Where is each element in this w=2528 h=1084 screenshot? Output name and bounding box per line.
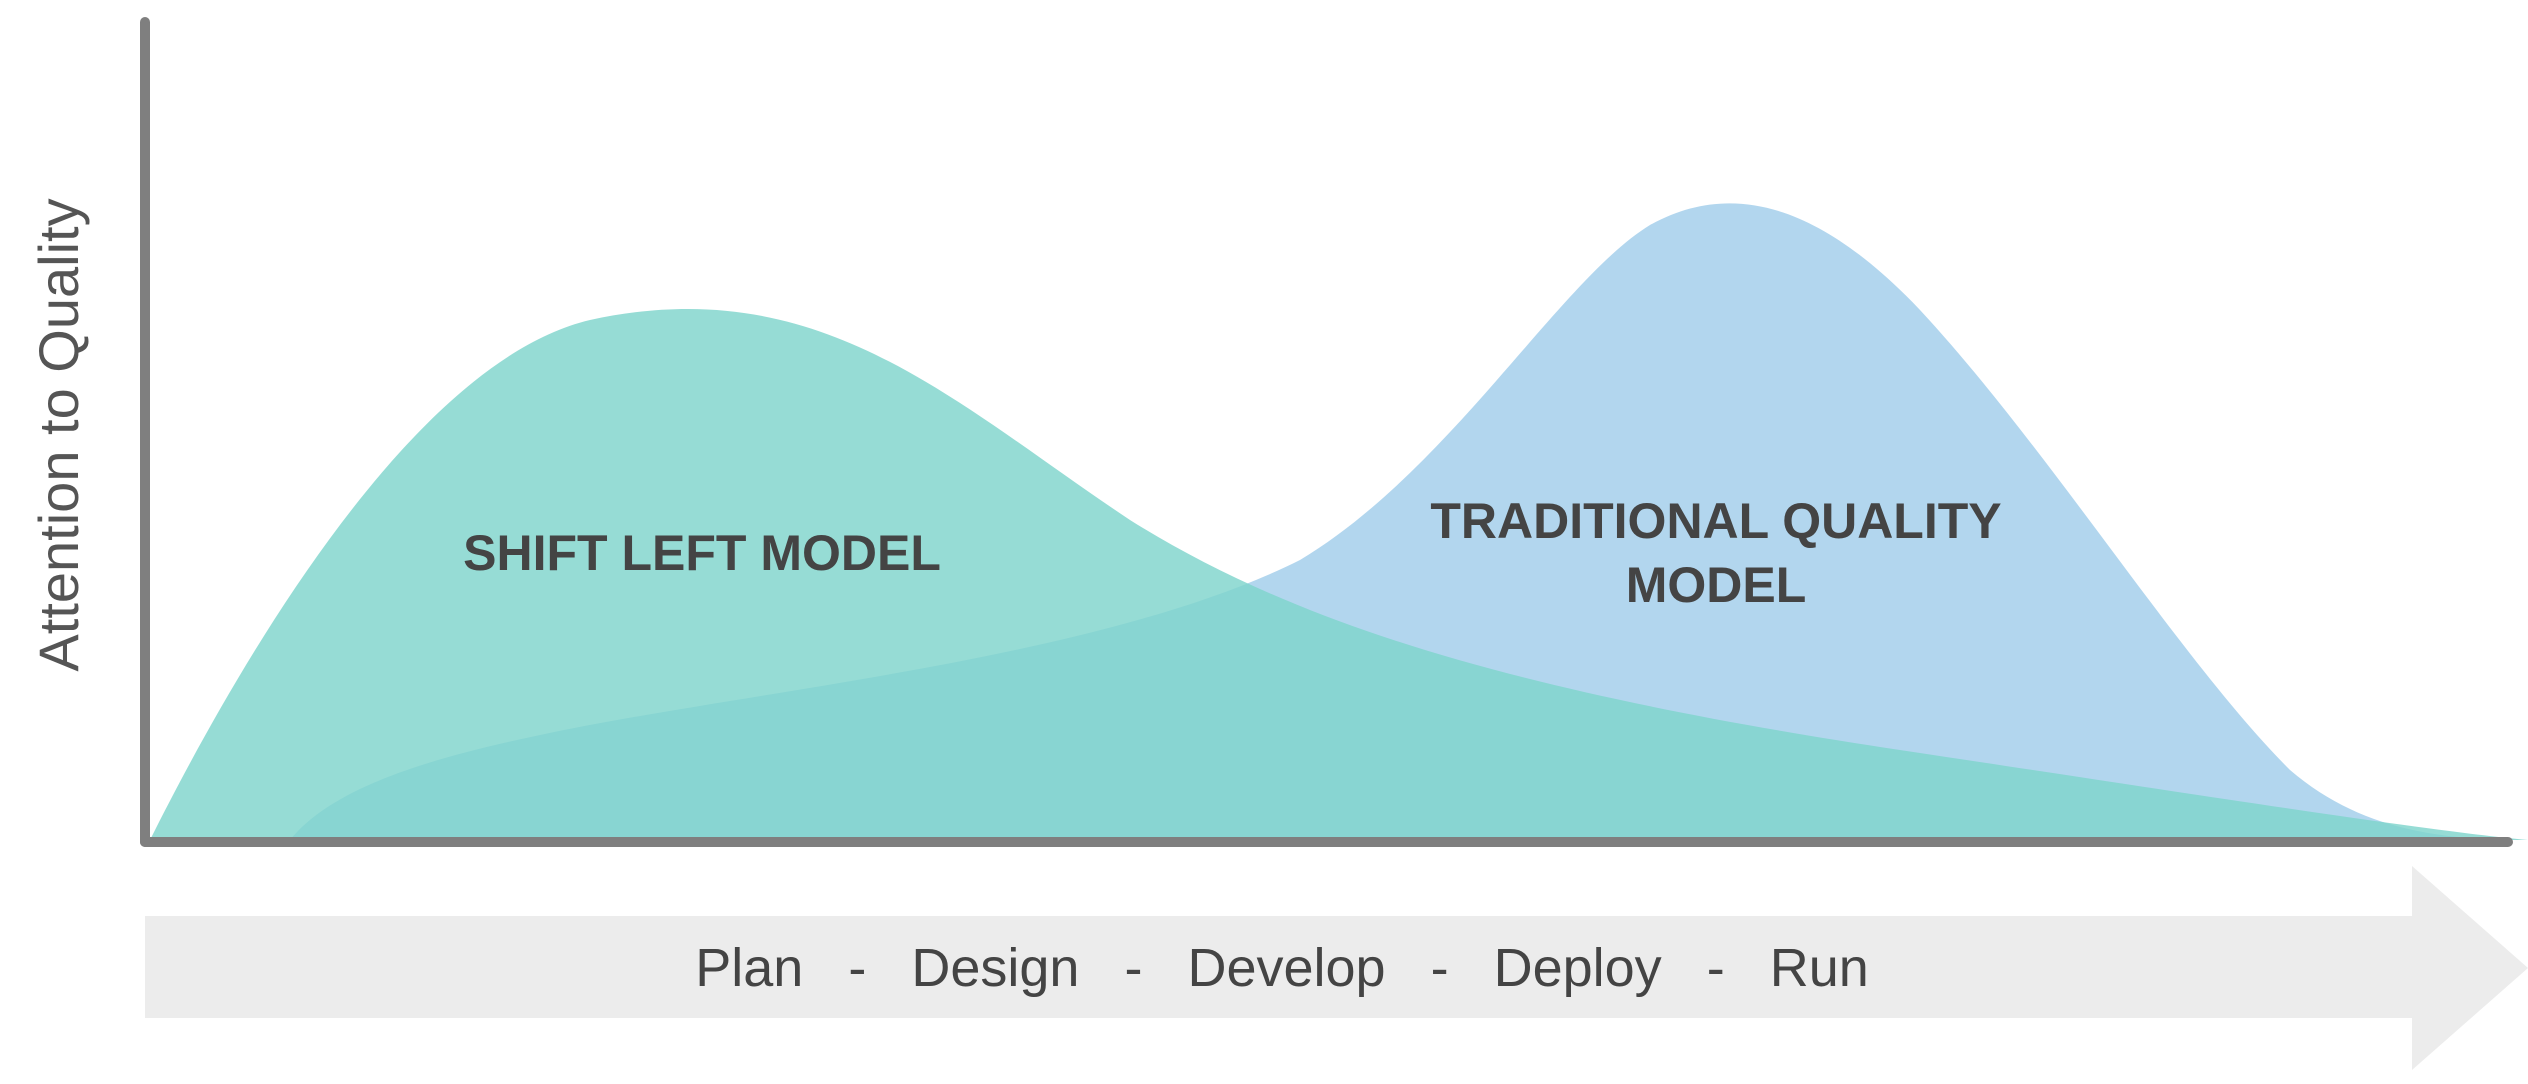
traditional-label-line-2: MODEL <box>1626 557 1807 613</box>
phase-separator: - <box>1124 938 1142 998</box>
shift-left-curve <box>150 309 2528 840</box>
y-axis-title: Attention to Quality <box>27 198 90 671</box>
phase-design: Design <box>911 938 1079 998</box>
phase-develop: Develop <box>1187 938 1385 998</box>
phase-separator: - <box>1707 938 1725 998</box>
phase-arrow-band <box>145 866 2528 1070</box>
phase-deploy: Deploy <box>1494 938 1662 998</box>
traditional-label-line-1: TRADITIONAL QUALITY <box>1430 493 2001 549</box>
traditional-quality-curve <box>290 203 2528 840</box>
phase-plan: Plan <box>695 938 803 998</box>
phase-run: Run <box>1770 938 1869 998</box>
shift-left-label: SHIFT LEFT MODEL <box>463 525 941 581</box>
phase-separator: - <box>1431 938 1449 998</box>
phase-separator: - <box>848 938 866 998</box>
phase-sequence: Plan - Design - Develop - Deploy - Run <box>695 938 1869 998</box>
